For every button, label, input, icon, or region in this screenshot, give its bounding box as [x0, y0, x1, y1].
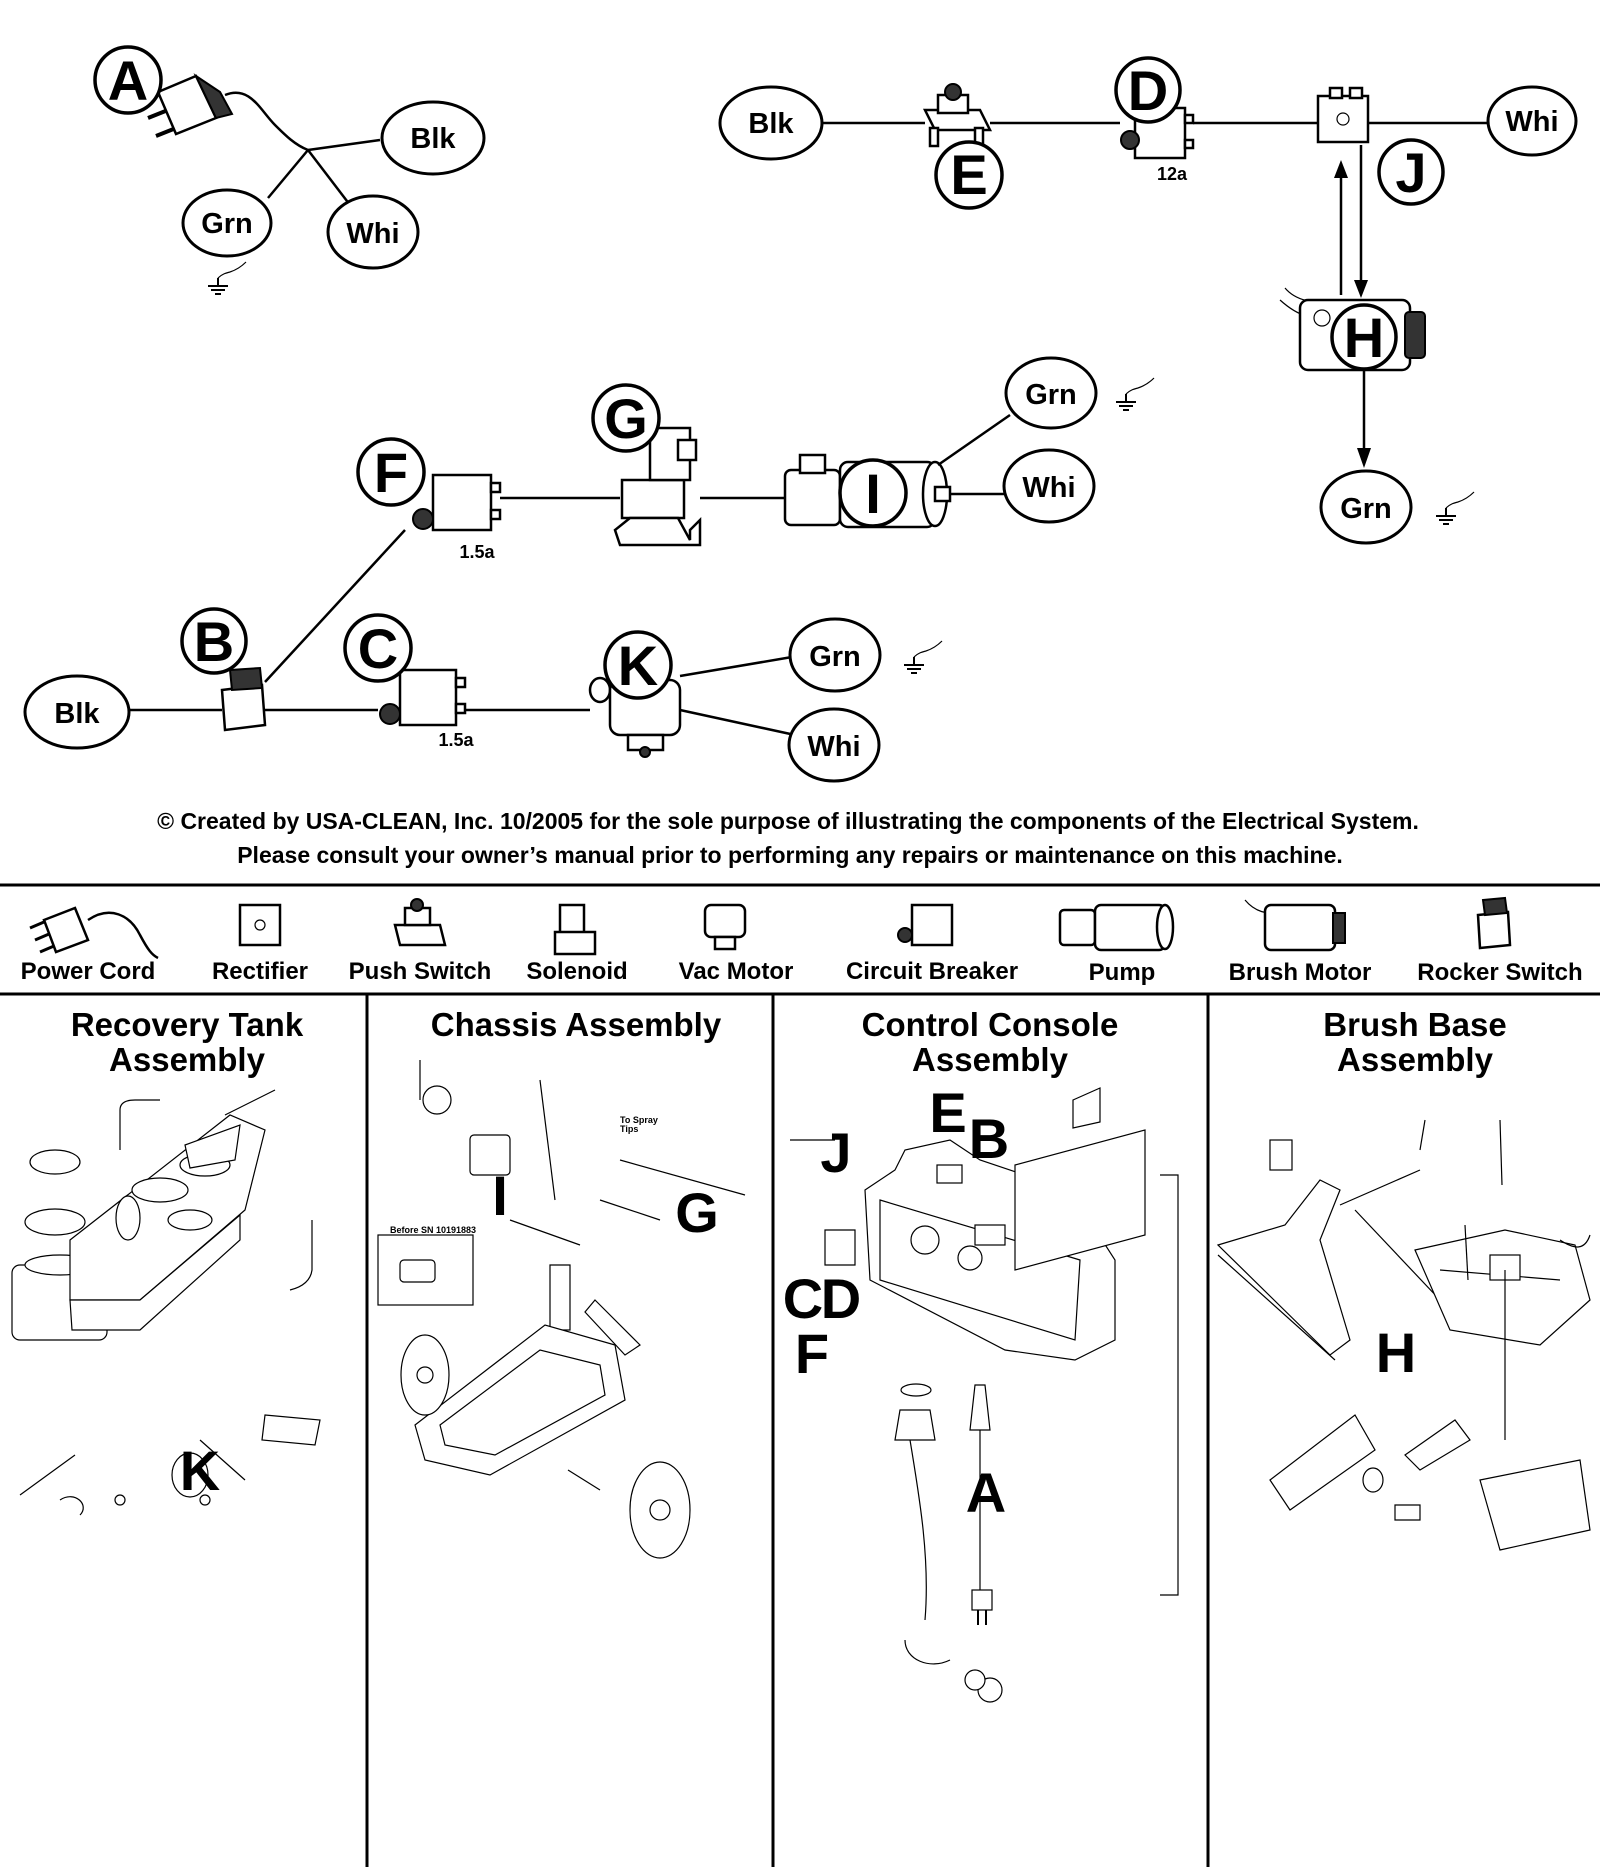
letter-a: A	[108, 49, 148, 112]
letter-k: K	[618, 634, 658, 697]
wire-grn-i: Grn	[1025, 379, 1077, 411]
chassis-drawing: Before SN 10191883 To Spray Tips	[377, 1060, 746, 1559]
callout-a: A	[966, 1461, 1006, 1524]
callout-f: F	[795, 1322, 829, 1385]
letter-h: H	[1344, 306, 1384, 369]
solenoid-icon	[553, 903, 597, 956]
wire-whi-a: Whi	[346, 218, 399, 250]
letter-c: C	[358, 617, 398, 680]
rocker-switch-b	[220, 666, 267, 732]
legend-label-brush-motor: Brush Motor	[1229, 959, 1372, 986]
recovery-tank-title-1: Recovery Tank	[71, 1006, 304, 1043]
legend-label-solenoid: Solenoid	[526, 958, 627, 985]
recovery-tank-drawing	[11, 1089, 321, 1516]
wire-blk-top: Blk	[748, 108, 794, 140]
callout-e: E	[929, 1081, 966, 1144]
control-console-assembly: Control Console Assembly E	[783, 1006, 1179, 1703]
pump-icon	[1058, 903, 1175, 952]
callout-b: B	[969, 1107, 1009, 1170]
letter-d: D	[1128, 59, 1168, 122]
wire-blk-a: Blk	[410, 123, 456, 155]
wire-whi-k: Whi	[807, 731, 860, 763]
legend-label-pump: Pump	[1089, 959, 1156, 986]
legend-label-push-switch: Push Switch	[349, 958, 492, 985]
wire-grn-a: Grn	[201, 208, 253, 240]
callout-g: G	[675, 1181, 719, 1244]
legend-label-vac-motor: Vac Motor	[679, 958, 794, 985]
rectifier-icon	[238, 903, 282, 947]
plug-icon	[139, 73, 234, 138]
wire-grn-k: Grn	[809, 641, 861, 673]
letter-i: I	[865, 462, 881, 525]
callout-j: J	[820, 1121, 851, 1184]
wire-whi-i: Whi	[1022, 472, 1075, 504]
letter-e: E	[950, 143, 987, 206]
legend-label-rocker-switch: Rocker Switch	[1417, 959, 1582, 986]
circuit-breaker-f	[412, 473, 502, 532]
callout-i: I	[492, 1164, 508, 1227]
callout-k: K	[180, 1439, 220, 1502]
wire-grn-h: Grn	[1340, 493, 1392, 525]
callout-c: C	[783, 1267, 823, 1330]
recovery-tank-assembly: Recovery Tank Assembly K	[11, 1006, 321, 1516]
push-switch-e	[922, 83, 993, 148]
control-console-title-2: Assembly	[912, 1041, 1069, 1078]
rocker-switch-icon	[1476, 896, 1512, 950]
circuit-breaker-c	[379, 668, 467, 727]
chassis-note-spray-1: To Spray	[620, 1115, 658, 1125]
chassis-note-before-sn: Before SN 10191883	[390, 1225, 476, 1235]
power-cord-icon	[29, 906, 159, 960]
power-cord-a: A	[93, 45, 381, 295]
vac-motor-icon	[703, 903, 747, 951]
rating-c: 1.5a	[438, 730, 474, 750]
brush-base-assembly: Brush Base Assembly H	[1216, 1006, 1591, 1551]
callout-d: D	[821, 1267, 861, 1330]
rectifier-j	[1316, 86, 1370, 144]
letter-g: G	[604, 387, 648, 450]
chassis-assembly: Chassis Assembly Before SN 10191883 To S…	[377, 1006, 746, 1559]
letter-b: B	[194, 610, 234, 673]
legend: Power Cord Rectifier Push Switch Solenoi…	[21, 896, 1583, 986]
control-console-drawing	[790, 1087, 1179, 1703]
letter-j: J	[1395, 141, 1426, 204]
wire-whi-top: Whi	[1505, 106, 1558, 138]
rating-d: 12a	[1157, 164, 1188, 184]
wire-blk-bottom: Blk	[54, 698, 100, 730]
brush-motor-icon	[1244, 899, 1346, 952]
notice-line-2: Please consult your owner’s manual prior…	[237, 842, 1343, 868]
legend-label-power-cord: Power Cord	[21, 958, 156, 985]
solenoid-g	[613, 426, 702, 547]
brush-base-title-1: Brush Base	[1323, 1006, 1506, 1043]
control-console-title-1: Control Console	[862, 1006, 1119, 1043]
circuit-breaker-icon	[897, 903, 954, 947]
letter-f: F	[374, 441, 408, 504]
legend-label-circuit-breaker: Circuit Breaker	[846, 958, 1018, 985]
notice-line-1: © Created by USA-CLEAN, Inc. 10/2005 for…	[157, 808, 1419, 834]
legend-label-rectifier: Rectifier	[212, 958, 308, 985]
chassis-title: Chassis Assembly	[431, 1006, 722, 1043]
callout-h: H	[1376, 1321, 1416, 1384]
rating-f: 1.5a	[459, 542, 495, 562]
wiring-diagram: A Blk Grn Whi Blk E D 12a	[23, 45, 1578, 783]
brush-base-title-2: Assembly	[1337, 1041, 1494, 1078]
push-switch-icon	[393, 898, 447, 947]
recovery-tank-title-2: Assembly	[109, 1041, 266, 1078]
brush-base-drawing	[1216, 1119, 1591, 1551]
chassis-note-spray-2: Tips	[620, 1124, 638, 1134]
